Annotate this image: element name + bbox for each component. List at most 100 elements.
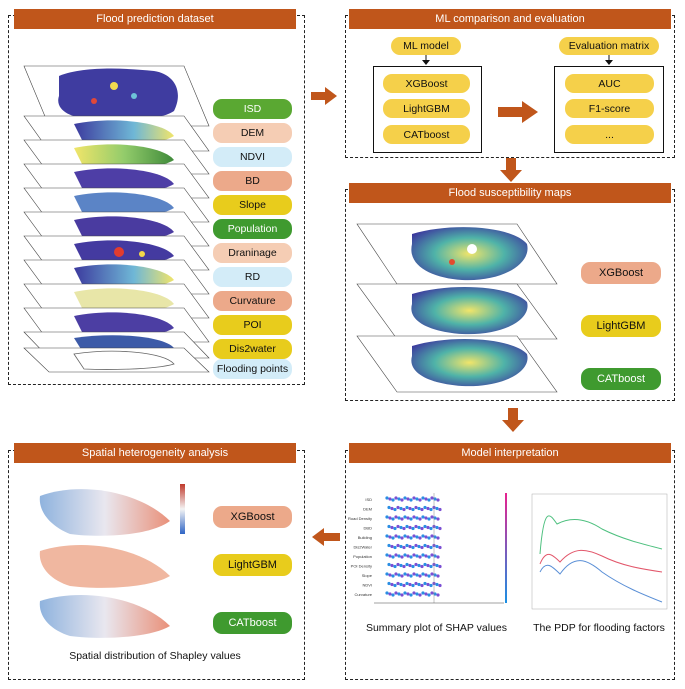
shap-point: [399, 582, 403, 587]
shap-feature-label: DBD: [364, 526, 373, 531]
shap-point: [421, 553, 425, 557]
shap-point: [418, 593, 422, 597]
shap-point: [411, 526, 415, 531]
dataset-panel-title: Flood prediction dataset: [14, 9, 296, 29]
heterogeneity-caption: Spatial distribution of Shapley values: [69, 650, 241, 662]
shap-point: [421, 496, 425, 500]
evaluation-matrix-header: Evaluation matrix: [559, 37, 659, 55]
shap-point: [415, 535, 419, 539]
shap-point: [420, 564, 424, 569]
susceptibility-maps: [356, 223, 558, 393]
shap-point: [399, 563, 403, 568]
shap-point: [397, 535, 401, 539]
shap-caption: Summary plot of SHAP values: [365, 622, 508, 634]
shap-point: [405, 543, 409, 548]
shap-point: [396, 562, 400, 567]
layer-label-ndvi: NDVI: [213, 147, 292, 167]
shap-point: [436, 498, 440, 502]
shap-point: [391, 498, 395, 502]
shap-point: [427, 593, 431, 597]
shap-point: [429, 583, 433, 588]
shap-point: [406, 535, 410, 539]
shap-point: [406, 554, 410, 558]
pdp-plot: [531, 493, 668, 610]
shap-point: [393, 583, 397, 588]
shap-point: [435, 563, 439, 568]
shap-point: [411, 545, 415, 550]
shap-point: [411, 564, 415, 569]
shap-point: [405, 581, 409, 586]
shapley-map-catboost: [39, 594, 170, 638]
shap-point: [402, 545, 406, 550]
shap-point: [417, 525, 421, 530]
shap-point: [424, 497, 428, 501]
shap-point: [436, 517, 440, 521]
shap-point: [429, 526, 433, 531]
shap-point: [408, 563, 412, 568]
shap-point: [403, 591, 407, 595]
shap-point: [420, 545, 424, 550]
shap-point: [421, 591, 425, 595]
shap-point: [393, 526, 397, 531]
shap-point: [409, 593, 413, 597]
shap-point: [409, 498, 413, 502]
shap-point: [429, 545, 433, 550]
ml-model-header: ML model: [391, 37, 461, 55]
evaluation-metrics-box: [554, 66, 664, 153]
shap-point: [435, 544, 439, 549]
shap-point: [408, 544, 412, 549]
shap-point: [427, 536, 431, 540]
shap-feature-label: Slope: [362, 573, 373, 578]
arrow-down-icon: [500, 158, 522, 182]
shap-point: [421, 515, 425, 519]
shap-point: [396, 505, 400, 510]
shap-point: [391, 593, 395, 597]
shap-point: [424, 535, 428, 539]
shap-point: [411, 583, 415, 588]
shap-point: [393, 564, 397, 569]
shap-point: [418, 555, 422, 559]
shap-point: [406, 516, 410, 520]
shap-point: [406, 592, 410, 596]
shap-point: [409, 555, 413, 559]
arrow-right-icon: [311, 87, 337, 105]
shap-point: [402, 526, 406, 531]
shap-point: [399, 525, 403, 530]
shap-point: [415, 554, 419, 558]
shap-point: [411, 507, 415, 512]
shap-point: [426, 525, 430, 530]
shap-point: [417, 544, 421, 549]
shap-point: [394, 572, 398, 576]
shap-point: [403, 572, 407, 576]
shap-point: [426, 582, 430, 587]
shap-point: [400, 574, 404, 578]
shap-point: [423, 562, 427, 567]
shap-point: [414, 505, 418, 510]
heterogeneity-label-lightgbm: LightGBM: [213, 554, 292, 576]
shap-point: [388, 516, 392, 520]
pdp-caption: The PDP for flooding factors: [533, 622, 665, 634]
shap-point: [393, 545, 397, 550]
shap-point: [414, 581, 418, 586]
shap-point: [396, 581, 400, 586]
shap-point: [418, 517, 422, 521]
shap-point: [438, 583, 442, 588]
model-xgboost: XGBoost: [383, 74, 470, 93]
model-lightgbm: LightGBM: [383, 99, 470, 118]
shap-point: [427, 498, 431, 502]
layer-label-drainage: Draninage: [213, 243, 292, 263]
shap-point: [385, 591, 389, 595]
shap-point: [418, 536, 422, 540]
shap-point: [399, 544, 403, 549]
shap-feature-label: NDVI: [362, 583, 372, 588]
shap-point: [391, 574, 395, 578]
shap-point: [414, 524, 418, 529]
shap-point: [436, 593, 440, 597]
stacked-layer-maps: [23, 65, 210, 373]
shap-point: [417, 563, 421, 568]
susceptibility-panel-title: Flood susceptibility maps: [349, 183, 671, 203]
shap-point: [412, 591, 416, 595]
shap-point: [438, 545, 442, 550]
shap-point: [423, 543, 427, 548]
shap-point: [396, 524, 400, 529]
